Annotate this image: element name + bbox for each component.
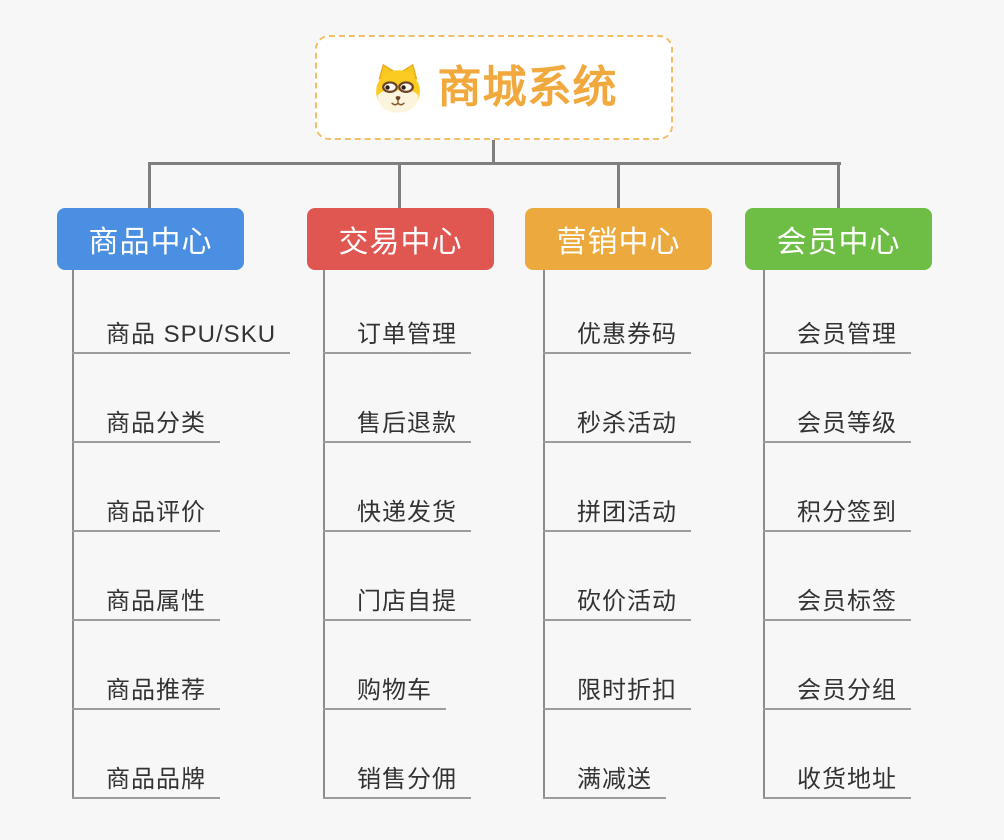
branch-label: 商品中心 — [88, 226, 213, 259]
child-topic[interactable]: 商品品牌 — [72, 754, 220, 799]
child-topic[interactable]: 会员分组 — [763, 665, 911, 710]
root-node[interactable]: 商城系统 — [315, 35, 673, 140]
child-topic-label: 商品评价 — [106, 499, 206, 526]
child-topic[interactable]: 秒杀活动 — [543, 398, 691, 443]
child-topic-label: 商品 SPU/SKU — [106, 321, 277, 348]
child-topic-label: 会员标签 — [797, 588, 897, 615]
child-topic[interactable]: 满减送 — [543, 754, 666, 799]
child-topic[interactable]: 商品分类 — [72, 398, 220, 443]
child-topic-label: 商品品牌 — [106, 766, 206, 793]
child-topic-label: 门店自提 — [357, 588, 457, 615]
child-topic[interactable]: 限时折扣 — [543, 665, 691, 710]
child-topic-label: 秒杀活动 — [577, 410, 677, 437]
child-topic-label: 限时折扣 — [577, 677, 677, 704]
branch-node-trade-center[interactable]: 交易中心 — [307, 208, 494, 270]
child-topic-label: 商品分类 — [106, 410, 206, 437]
branch-label: 交易中心 — [338, 226, 463, 259]
child-topic-label: 商品属性 — [106, 588, 206, 615]
child-topic-label: 快递发货 — [357, 499, 457, 526]
branch-node-product-center[interactable]: 商品中心 — [57, 208, 244, 270]
child-topic[interactable]: 会员管理 — [763, 309, 911, 354]
child-topic[interactable]: 售后退款 — [323, 398, 471, 443]
child-topic-label: 拼团活动 — [577, 499, 677, 526]
connector-drop-product — [148, 162, 151, 208]
branch-spine-member-center — [763, 270, 765, 799]
child-topic[interactable]: 购物车 — [323, 665, 446, 710]
child-topic[interactable]: 优惠券码 — [543, 309, 691, 354]
child-topic[interactable]: 快递发货 — [323, 487, 471, 532]
child-topic[interactable]: 订单管理 — [323, 309, 471, 354]
branch-node-marketing-center[interactable]: 营销中心 — [525, 208, 712, 270]
child-topic[interactable]: 拼团活动 — [543, 487, 691, 532]
branch-node-member-center[interactable]: 会员中心 — [745, 208, 932, 270]
child-topic[interactable]: 积分签到 — [763, 487, 911, 532]
child-topic[interactable]: 商品属性 — [72, 576, 220, 621]
child-topic-label: 砍价活动 — [577, 588, 677, 615]
child-topic-label: 积分签到 — [797, 499, 897, 526]
child-topic[interactable]: 商品推荐 — [72, 665, 220, 710]
child-topic-label: 商品推荐 — [106, 677, 206, 704]
child-topic[interactable]: 砍价活动 — [543, 576, 691, 621]
child-topic[interactable]: 销售分佣 — [323, 754, 471, 799]
child-topic-label: 会员分组 — [797, 677, 897, 704]
child-topic[interactable]: 收货地址 — [763, 754, 911, 799]
dog-face-icon — [375, 63, 420, 112]
connector-drop-marketing — [617, 162, 620, 208]
root-node-label: 商城系统 — [437, 62, 618, 112]
child-topic[interactable]: 会员标签 — [763, 576, 911, 621]
child-topic[interactable]: 商品 SPU/SKU — [72, 309, 291, 354]
child-topic[interactable]: 会员等级 — [763, 398, 911, 443]
branch-spine-marketing-center — [543, 270, 545, 799]
child-topic[interactable]: 商品评价 — [72, 487, 220, 532]
branch-label: 会员中心 — [776, 226, 901, 259]
child-topic-label: 售后退款 — [357, 410, 457, 437]
child-topic-label: 收货地址 — [797, 766, 897, 793]
branch-spine-product-center — [72, 270, 74, 799]
child-topic-label: 会员管理 — [797, 321, 897, 348]
branch-spine-trade-center — [323, 270, 325, 799]
connector-drop-member — [837, 162, 840, 208]
connector-root-stem — [492, 140, 495, 163]
child-topic-label: 订单管理 — [357, 321, 457, 348]
child-topic-label: 销售分佣 — [357, 766, 457, 793]
child-topic[interactable]: 门店自提 — [323, 576, 471, 621]
connector-bus — [148, 162, 841, 165]
child-topic-label: 满减送 — [577, 766, 652, 793]
connector-drop-trade — [398, 162, 401, 208]
child-topic-label: 会员等级 — [797, 410, 897, 437]
child-topic-label: 优惠券码 — [577, 321, 677, 348]
child-topic-label: 购物车 — [357, 677, 432, 704]
branch-label: 营销中心 — [556, 226, 681, 259]
